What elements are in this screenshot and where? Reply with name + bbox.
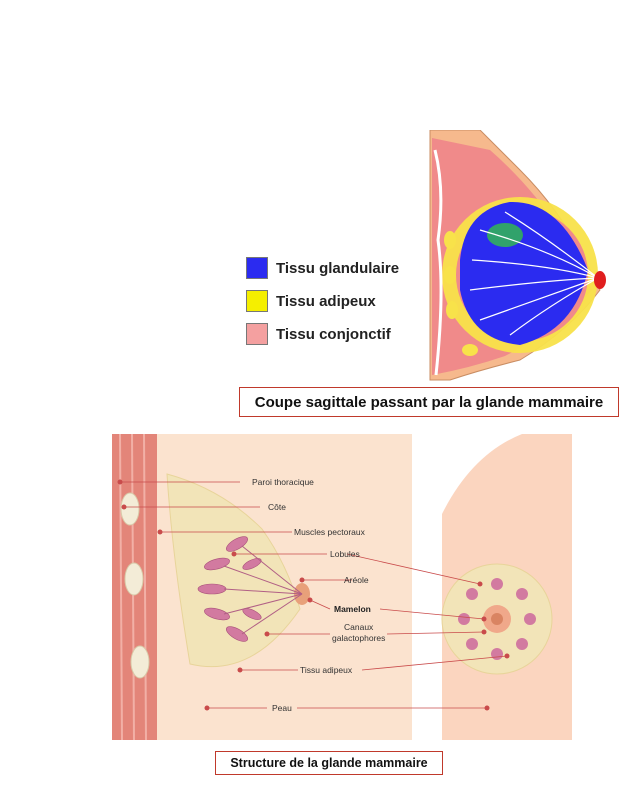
adipose-swatch xyxy=(246,290,268,312)
legend-item-connective: Tissu conjonctif xyxy=(246,322,391,346)
label-paroi-thoracique: Paroi thoracique xyxy=(252,477,314,487)
legend-label: Tissu glandulaire xyxy=(276,259,400,277)
bottom-caption: Structure de la glande mammaire xyxy=(215,751,443,775)
label-lobules: Lobules xyxy=(330,549,360,559)
legend-item-glandular: Tissu glandulaire xyxy=(246,256,399,280)
label-tissu-adipeux: Tissu adipeux xyxy=(300,665,353,675)
label-canaux: Canaux xyxy=(344,622,374,632)
glandular-swatch xyxy=(246,257,268,279)
legend-label: Tissu adipeux xyxy=(276,292,376,310)
connective-swatch xyxy=(246,323,268,345)
label-peau: Peau xyxy=(272,703,292,713)
top-caption: Coupe sagittale passant par la glande ma… xyxy=(239,387,619,417)
legend-label: Tissu conjonctif xyxy=(276,325,391,343)
sagittal-section-illustration xyxy=(429,130,606,381)
label-muscles-pectoraux: Muscles pectoraux xyxy=(294,527,366,537)
legend-item-adipose: Tissu adipeux xyxy=(246,289,376,313)
breast-structure-illustration: Paroi thoracique Côte Muscles pectoraux … xyxy=(112,434,572,740)
label-cote: Côte xyxy=(268,502,286,512)
label-areole: Aréole xyxy=(344,575,369,585)
label-galactophores: galactophores xyxy=(332,633,385,643)
label-mamelon: Mamelon xyxy=(334,604,371,614)
